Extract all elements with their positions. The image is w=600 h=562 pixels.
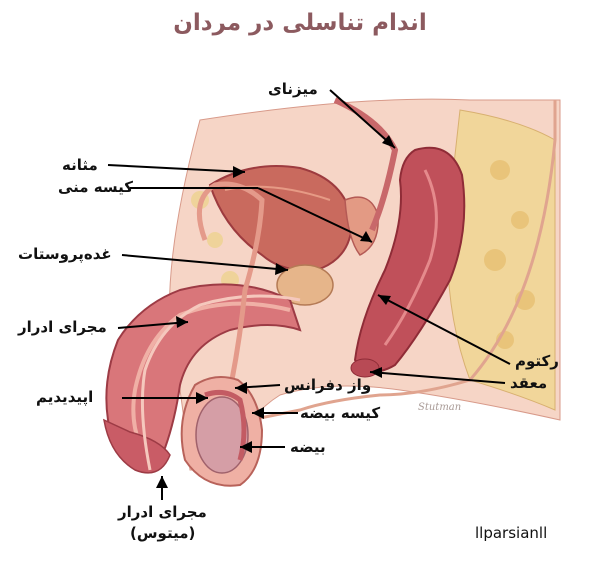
testis-shape xyxy=(195,396,249,474)
arrow-vas-deferens xyxy=(235,382,247,394)
label-urethra-meatus-line1: مجرای ادرار xyxy=(118,503,207,521)
arrow-meatus-urethra xyxy=(382,135,395,148)
leader-anus xyxy=(369,371,506,384)
label-urethra-meatus-line2: (میتوس) xyxy=(130,524,196,542)
leader-meatus-urethra xyxy=(329,89,396,149)
arrow-rectum xyxy=(378,295,391,305)
label-urethra: مجرای ادرار xyxy=(18,318,107,336)
arrow-prostate xyxy=(275,263,288,275)
arrow-testis xyxy=(240,441,252,453)
label-rectum: رکتوم xyxy=(515,352,559,370)
skin-outline xyxy=(249,100,557,422)
label-seminal-vesicle: کیسه منی xyxy=(58,178,134,196)
prostate-shape xyxy=(276,264,334,306)
bladder-shape xyxy=(208,165,354,271)
glans-shape xyxy=(103,418,171,474)
arrow-urethra xyxy=(176,316,188,328)
urethra-shape xyxy=(140,294,301,471)
epididymis-shape xyxy=(204,389,247,461)
leader-rectum xyxy=(377,294,511,365)
leader-bladder xyxy=(107,164,246,173)
label-meatus-urethra: میزنای xyxy=(268,80,318,98)
credit-text: llparsianll xyxy=(475,524,548,542)
leader-seminal-vesicle-2 xyxy=(257,187,373,243)
label-vas-deferens: واز دفرانس xyxy=(284,376,372,394)
label-scrotum: کیسه بیضه xyxy=(300,404,381,422)
label-prostate: غده‌پروستات xyxy=(18,245,112,263)
ureter-shape xyxy=(333,97,399,232)
leader-prostate xyxy=(121,254,289,271)
label-bladder: مثانه xyxy=(62,156,98,174)
artist-signature: Stutman xyxy=(418,402,462,413)
vas-deferens-shape xyxy=(196,181,265,391)
arrow-urethra-meatus xyxy=(156,476,168,488)
leader-urethra xyxy=(117,321,189,329)
arrow-bladder xyxy=(233,166,245,178)
arrow-scrotum xyxy=(252,407,264,419)
arrow-seminal-vesicle xyxy=(360,231,372,242)
arrow-epididymis xyxy=(196,392,208,404)
label-epididymis: اپیدیدیم xyxy=(36,388,94,406)
arrow-anus xyxy=(370,367,382,378)
label-testis: بیضه xyxy=(290,438,326,456)
label-anus: معقد xyxy=(510,374,548,392)
diagram-title: اندام تناسلی در مردان xyxy=(173,10,427,36)
